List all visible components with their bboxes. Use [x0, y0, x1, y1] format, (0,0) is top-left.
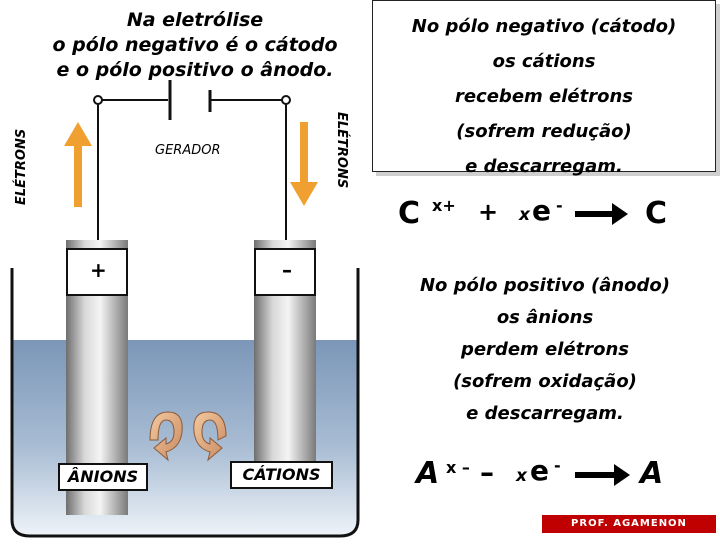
electron-coefficient: x [516, 466, 527, 486]
cathode-text-line: recebem elétrons [454, 86, 634, 107]
electrons-label-left: ELÉTRONS [14, 128, 29, 205]
anions-label: ÂNIONS [58, 463, 148, 491]
anion-charge: x – [446, 458, 470, 477]
cathode-text-line: os cátions [492, 51, 596, 72]
anode-text-line: e descarregam. [466, 403, 624, 424]
title-line: o pólo negativo é o cátodo [52, 34, 338, 56]
positive-sign: + [90, 258, 107, 282]
diagram-title: Na eletrólise o pólo negativo é o cátodo… [40, 8, 350, 83]
terminal-dot [281, 95, 291, 105]
author-credit: PROF. AGAMENON ROBERTO [542, 515, 716, 547]
anode-text-line: (sofrem oxidação) [453, 371, 637, 392]
cation-charge: x+ [432, 196, 456, 215]
title-line: e o pólo positivo o ânodo. [56, 59, 334, 81]
cathode-explanation: No pólo negativo (cátodo) os cátions rec… [372, 0, 716, 177]
anion-symbol: A [416, 456, 440, 491]
electron-charge: - [556, 196, 563, 215]
cations-label: CÁTIONS [230, 461, 333, 489]
cation-swirl-arrow [193, 411, 227, 462]
terminal-dot [93, 95, 103, 105]
generator-label: GERADOR [155, 143, 221, 158]
electron-symbol: e [530, 454, 549, 487]
electron-coefficient: x [519, 205, 530, 225]
anode-explanation: No pólo positivo (ânodo) os ânions perde… [385, 270, 705, 430]
cathode-text-line: e descarregam. [465, 156, 623, 177]
anode-reaction-arrow [575, 464, 630, 486]
circuit-wires [97, 99, 287, 240]
negative-electrode-sign: – [254, 248, 316, 296]
cathode-text-line: No pólo negativo (cátodo) [411, 16, 677, 37]
anode-text-line: No pólo positivo (ânodo) [419, 275, 671, 296]
anode-text-line: perdem elétrons [460, 339, 630, 360]
electron-arrow-up [64, 122, 92, 207]
electron-arrow-down [290, 122, 318, 206]
electron-symbol: e [532, 194, 551, 227]
title-line: Na eletrólise [126, 9, 264, 31]
cation-symbol: C [398, 196, 421, 231]
cathode-reaction-arrow [575, 203, 628, 225]
anion-swirl-arrow [149, 411, 183, 462]
anode-product: A [640, 456, 664, 491]
cathode-text-line: (sofrem redução) [456, 121, 632, 142]
electrons-label-right: ELÉTRONS [334, 112, 349, 189]
anode-text-line: os ânions [496, 307, 594, 328]
positive-electrode-sign: + [66, 248, 128, 296]
negative-sign: – [282, 258, 292, 282]
minus-sign: – [480, 456, 494, 489]
plus-sign: + [478, 198, 499, 226]
electron-charge: - [554, 456, 561, 475]
container [10, 268, 360, 538]
cathode-product: C [645, 196, 668, 231]
